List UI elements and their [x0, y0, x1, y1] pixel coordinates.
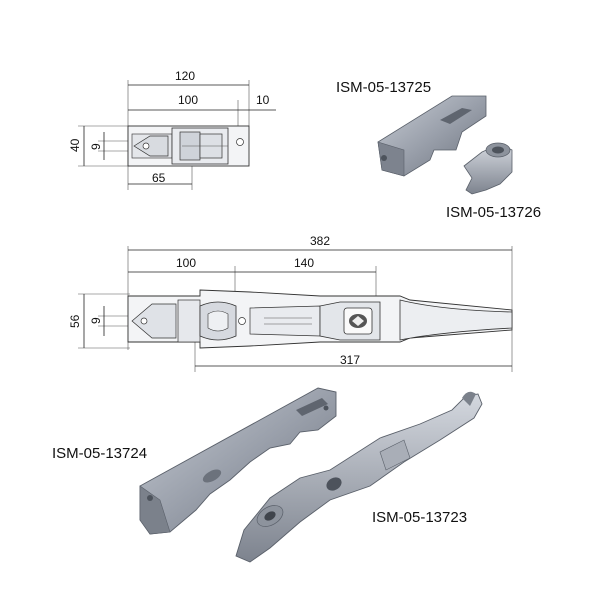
- part-image-13726: [463, 142, 513, 195]
- dim-top-pitch: 100: [178, 93, 198, 107]
- dim-bottom-slot: 9: [89, 317, 103, 324]
- dim-bottom-handle: 317: [340, 353, 360, 367]
- part-image-13725: [377, 95, 487, 177]
- dim-bottom-overall: 382: [310, 234, 330, 248]
- part-number-13723: ISM-05-13723: [372, 509, 467, 526]
- part-image-13724: [139, 387, 337, 535]
- dim-top-height: 40: [68, 138, 82, 152]
- dim-top-base: 65: [152, 171, 166, 185]
- top-view-drawing: [78, 80, 276, 190]
- dim-bottom-travel: 140: [294, 256, 314, 270]
- bottom-view-drawing: [78, 246, 513, 372]
- part-number-13726: ISM-05-13726: [446, 204, 541, 221]
- dim-bottom-pitch: 100: [176, 256, 196, 270]
- part-image-13723: [235, 391, 483, 563]
- dim-top-overall: 120: [175, 69, 195, 83]
- part-number-13724: ISM-05-13724: [52, 445, 147, 462]
- dim-bottom-height: 56: [68, 314, 82, 328]
- dim-top-offset: 10: [256, 93, 270, 107]
- dim-top-slot: 9: [89, 143, 103, 150]
- part-number-13725: ISM-05-13725: [336, 79, 431, 96]
